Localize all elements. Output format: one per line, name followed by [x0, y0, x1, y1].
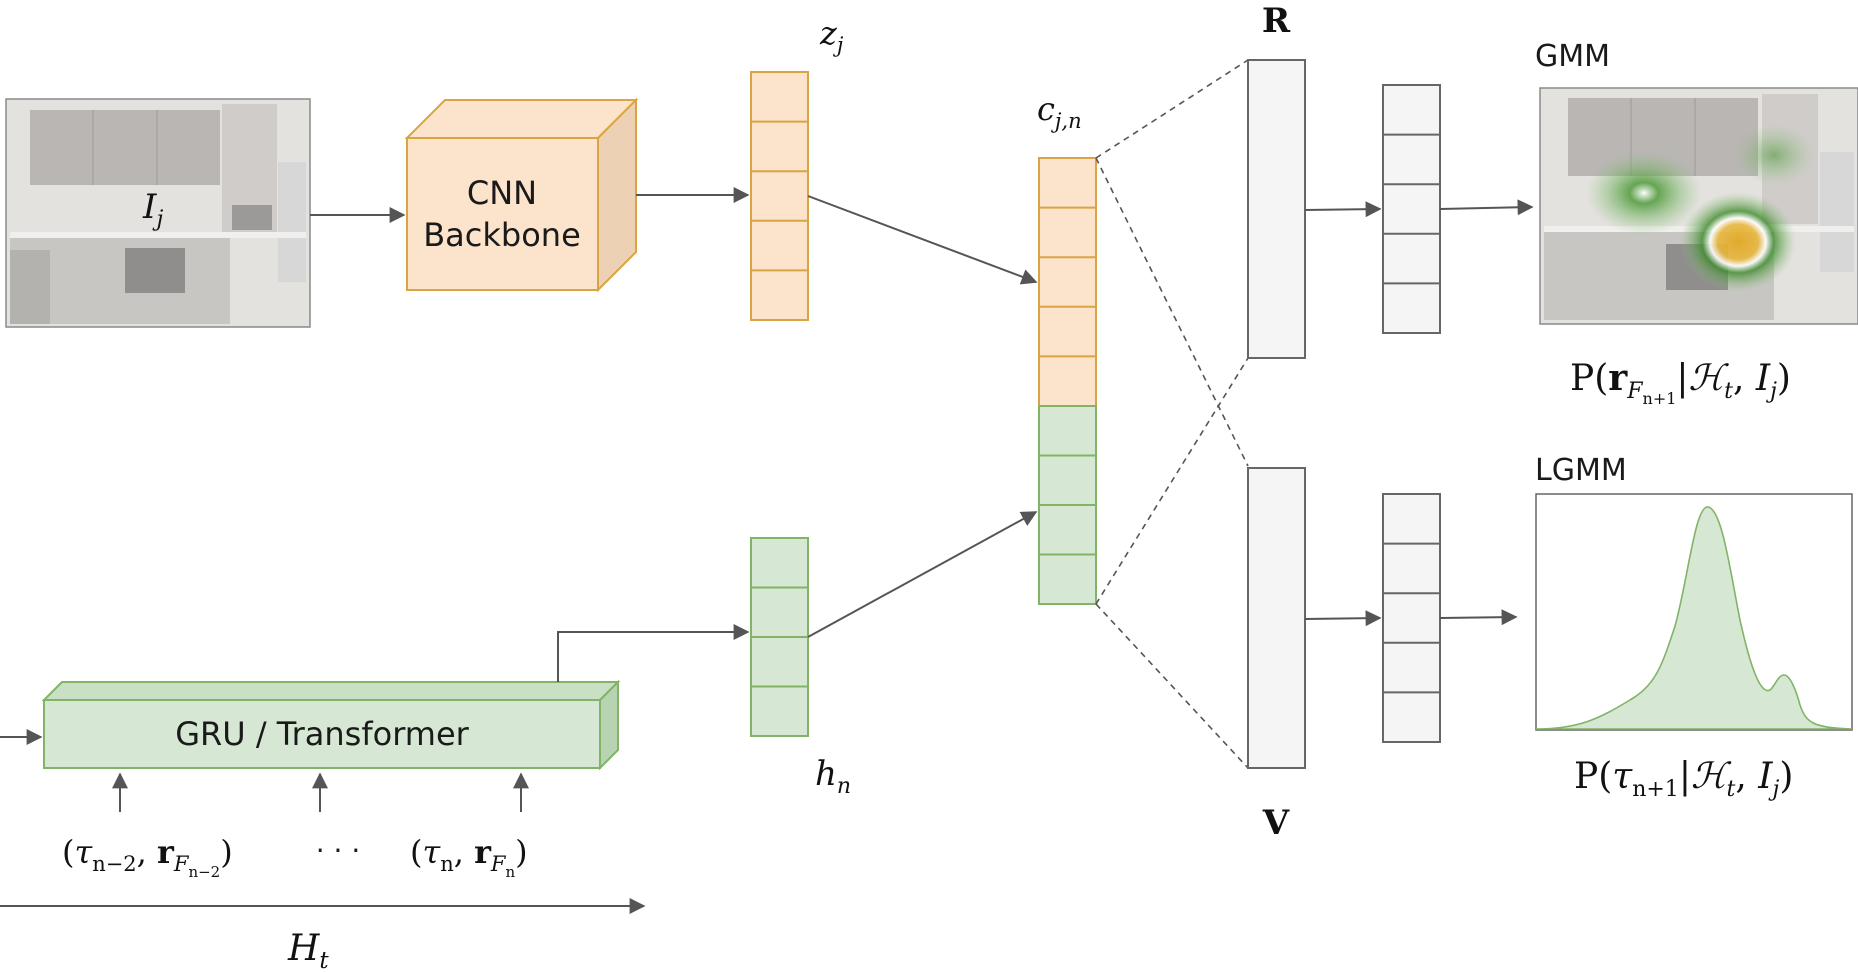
h-vector [750, 537, 809, 737]
r-vec-to-gmm-arrow [1439, 199, 1534, 216]
r-layer [1247, 59, 1306, 359]
cnn-backbone: CNN Backbone [404, 97, 639, 293]
gmm-component-1 [1586, 151, 1702, 235]
timeline-label: Ht [287, 928, 329, 972]
input-right-label: (τn, rFn) [410, 833, 528, 881]
lgmm-density-curve [1535, 506, 1853, 730]
r-to-vec-arrow [1304, 201, 1382, 218]
lgmm-title: LGMM [1535, 453, 1627, 488]
z-label: zj [819, 14, 844, 57]
v-label: V [1262, 803, 1290, 843]
gmm-heatmap-image [1539, 87, 1858, 325]
c-vector [1038, 157, 1097, 605]
rnn-label: GRU / Transformer [175, 715, 469, 753]
gmm-component-2 [1734, 125, 1814, 185]
gmm-component-3 [1680, 192, 1796, 292]
r-label: R [1262, 1, 1291, 41]
h-label: hn [815, 754, 851, 799]
z-vector [750, 71, 809, 321]
c-label: cj,n [1037, 90, 1082, 133]
gmm-formula: P(rFn+1|ℋt, Ij) [1570, 357, 1791, 408]
input-dots: · · · [316, 834, 361, 867]
svg-text:Ij: Ij [142, 187, 163, 232]
cnn-label-line2: Backbone [423, 216, 581, 254]
v-output-vector [1382, 493, 1441, 743]
input-kitchen-image [5, 98, 311, 328]
rnn-block: GRU / Transformer [41, 679, 621, 771]
r-output-vector [1382, 84, 1441, 334]
lgmm-formula: P(τn+1|ℋt, Ij) [1574, 756, 1793, 802]
image-label: Ij [142, 187, 163, 232]
h-to-c-arrow [807, 511, 1038, 638]
lgmm-density-plot [1535, 493, 1853, 731]
gmm-title: GMM [1535, 39, 1610, 74]
rnn-to-h-arrow [557, 624, 750, 682]
v-vec-to-lgmm-arrow [1439, 609, 1518, 626]
v-to-vec-arrow [1304, 610, 1382, 627]
v-layer [1247, 467, 1306, 769]
z-to-c-arrow [807, 195, 1038, 285]
cnn-label-line1: CNN [467, 174, 537, 212]
input-left-label: (τn−2, rFn−2) [62, 833, 233, 881]
fanout-lines [1095, 59, 1249, 769]
